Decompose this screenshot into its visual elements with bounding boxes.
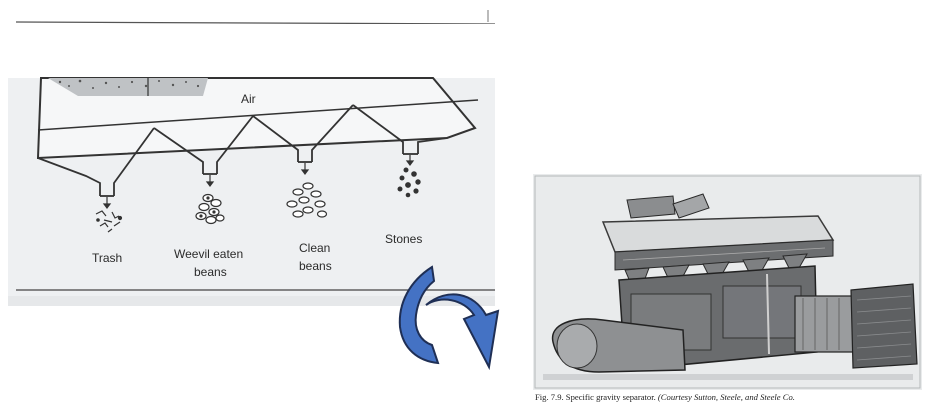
weevil-eaten-beans-pile (196, 195, 224, 224)
separator-machine-photo (533, 174, 922, 390)
bin-label-trash: Trash (92, 251, 122, 265)
figure-caption: Fig. 7.9. Specific gravity separator. (C… (535, 392, 933, 402)
clean-beans-pile (287, 183, 327, 217)
bin-label-weevil-line2: beans (194, 265, 227, 279)
outflow-arrows (104, 155, 413, 208)
bin-label-weevil-line1: Weevil eaten (174, 247, 243, 261)
machine-illustration (533, 174, 922, 390)
separator-diagram-scan: Air (8, 0, 495, 306)
stones-pile (398, 168, 421, 198)
figure-caption-credit: (Courtesy Sutton, Steele, and Steele Co. (658, 392, 795, 402)
figure-caption-main: Fig. 7.9. Specific gravity separator. (535, 392, 656, 402)
curved-arrow-icon (388, 265, 500, 373)
bin-label-clean-line2: beans (299, 259, 332, 273)
separator-diagram: Air (8, 0, 495, 306)
trash-pile (96, 211, 122, 232)
bin-label-stones: Stones (385, 232, 422, 246)
air-label: Air (241, 92, 256, 106)
bin-label-clean-line1: Clean (299, 241, 330, 255)
